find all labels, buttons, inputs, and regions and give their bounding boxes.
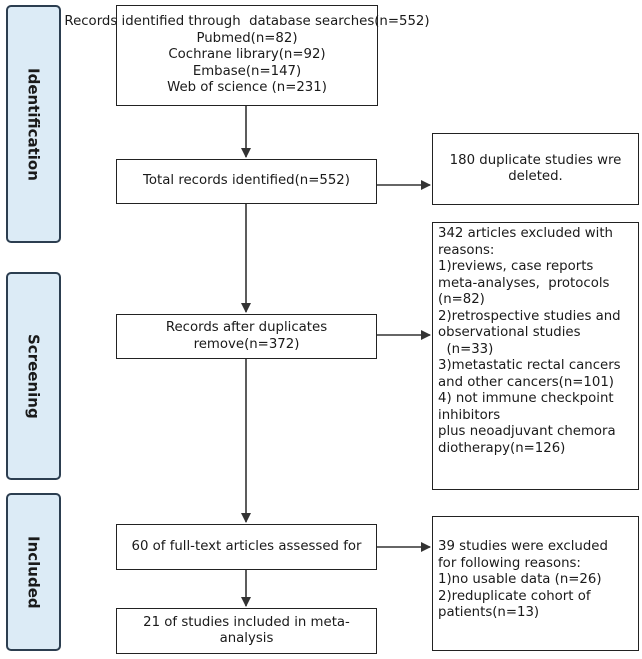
box-text-line: inhibitors: [438, 407, 501, 423]
box-text-line: plus neoadjuvant chemora: [438, 424, 616, 439]
phase-screening: Screening: [6, 272, 61, 480]
records-identified-box: Records identified through database sear…: [64, 5, 430, 106]
box-text-line: 1)no usable data (n=26): [438, 572, 602, 587]
box-text-line: 2)reduplicate cohort of: [438, 588, 591, 604]
box-text-line: meta-analyses, protocols: [438, 275, 610, 291]
box-text-line: Web of science (n=231): [167, 80, 327, 96]
box-text-line: deleted.: [508, 169, 563, 184]
box-text-line: 4) not immune checkpoint: [438, 391, 614, 406]
box-text-line: Embase(n=147): [192, 63, 302, 79]
phase-identification-label: Identification: [24, 67, 43, 181]
box-text-line: diotherapy(n=126): [438, 440, 566, 456]
included-studies-box: 21 of studies included in meta-analysis: [116, 608, 377, 654]
box-text-line: Cochrane library(n=92): [168, 47, 326, 63]
total-records-box: Total records identified(n=552): [116, 159, 377, 204]
box-text-line: and other cancers(n=101): [438, 374, 614, 390]
phase-included: Included: [6, 493, 61, 651]
box-text-line: 2)retrospective studies and: [438, 308, 621, 324]
box-text-line: Pubmed(n=82): [196, 30, 298, 46]
box-text-line: for following reasons:: [438, 555, 581, 571]
box-text-line: 39 studies were excluded: [438, 539, 608, 554]
box-text-line: patients(n=13): [438, 605, 540, 620]
box-text-line: Records after duplicates: [165, 320, 328, 335]
phase-included-label: Included: [24, 535, 43, 609]
fulltext-assessed-box: 60 of full-text articles assessed for: [116, 524, 377, 570]
box-text-line: remove(n=372): [193, 336, 300, 352]
box-text-line: Records identified through database sear…: [64, 14, 430, 30]
box-text-line: 180 duplicate studies wre: [449, 152, 622, 168]
box-text-line: Total records identified(n=552): [143, 173, 350, 189]
box-text-line: 21 of studies included in meta-: [143, 614, 350, 630]
box-text-line: 3)metastatic rectal cancers: [438, 358, 621, 373]
phase-screening-label: Screening: [24, 333, 43, 419]
box-text-line: (n=82): [438, 292, 485, 307]
box-text-line: 1)reviews, case reports: [438, 259, 594, 274]
box-text-line: (n=33): [438, 341, 494, 357]
box-text-line: reasons:: [438, 242, 495, 258]
box-text-line: 342 articles excluded with: [438, 226, 613, 241]
box-text-line: 60 of full-text articles assessed for: [131, 538, 362, 554]
box-text-line: observational studies: [438, 325, 581, 340]
box-text-line: analysis: [219, 631, 274, 646]
phase-identification: Identification: [6, 5, 61, 243]
